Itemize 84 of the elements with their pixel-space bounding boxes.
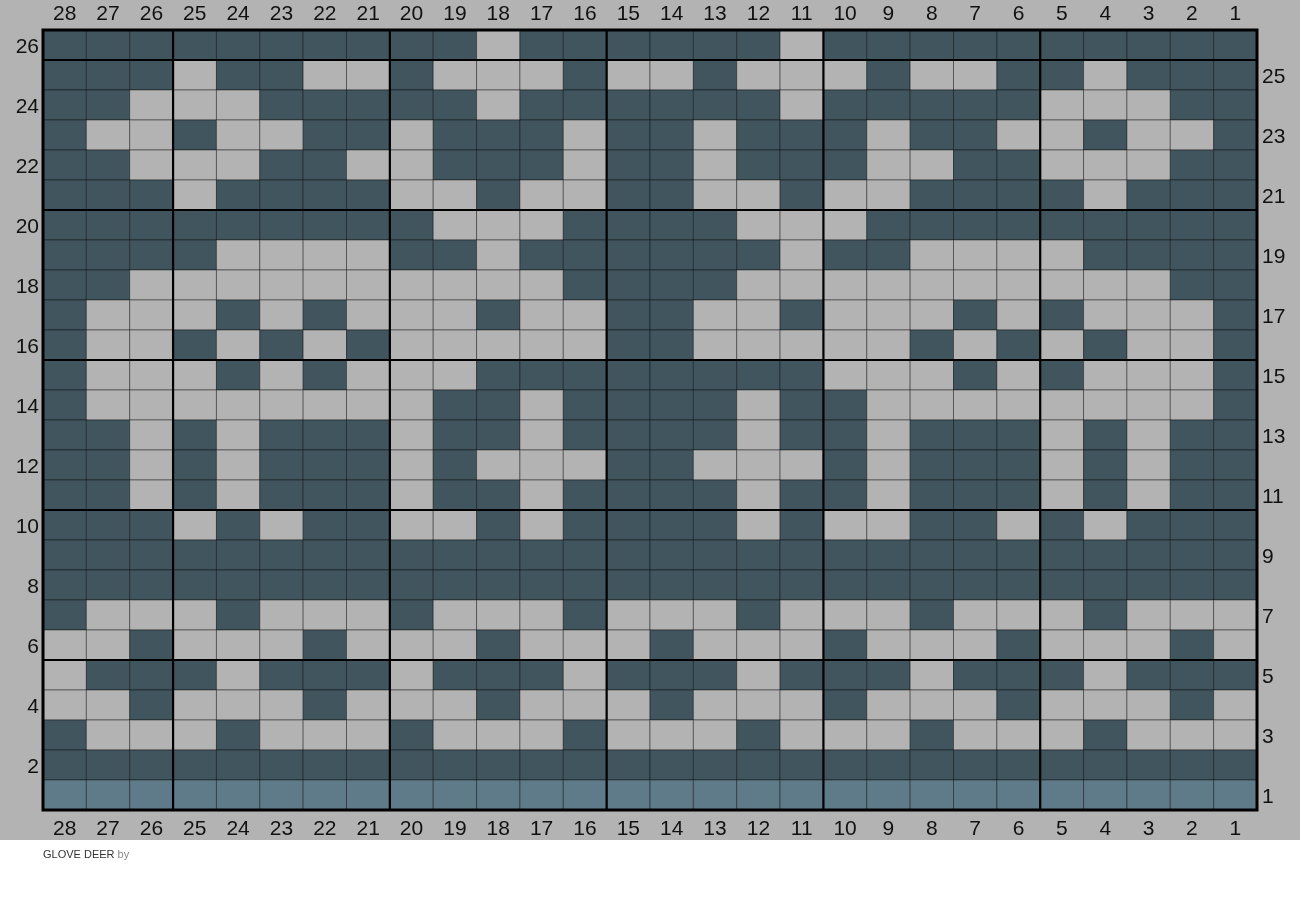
column-number: 25 bbox=[183, 816, 207, 838]
column-number: 28 bbox=[53, 1, 77, 23]
row-number: 14 bbox=[15, 394, 39, 416]
column-number: 23 bbox=[269, 1, 294, 23]
row-number: 15 bbox=[1262, 364, 1286, 386]
row-number: 2 bbox=[27, 754, 39, 776]
row-number: 5 bbox=[1262, 664, 1274, 686]
row-number: 1 bbox=[1262, 784, 1274, 806]
column-number: 19 bbox=[443, 1, 467, 23]
column-number: 5 bbox=[1056, 1, 1068, 23]
row-number: 7 bbox=[1262, 604, 1274, 626]
column-number: 18 bbox=[486, 816, 510, 838]
row-number: 10 bbox=[15, 514, 39, 536]
row-number: 9 bbox=[1262, 544, 1274, 566]
column-number: 19 bbox=[443, 816, 467, 838]
row-number: 12 bbox=[15, 454, 39, 476]
column-number: 3 bbox=[1142, 1, 1155, 23]
column-number: 17 bbox=[529, 816, 554, 838]
column-number: 8 bbox=[925, 816, 938, 838]
column-number: 9 bbox=[882, 1, 895, 23]
column-number: 11 bbox=[790, 1, 813, 23]
row-number: 16 bbox=[15, 334, 39, 356]
column-number: 28 bbox=[53, 816, 77, 838]
column-number: 13 bbox=[703, 816, 727, 838]
column-number: 15 bbox=[616, 1, 640, 23]
column-number: 1 bbox=[1229, 816, 1242, 838]
column-number: 7 bbox=[969, 816, 981, 838]
row-number: 11 bbox=[1262, 484, 1284, 506]
column-number: 26 bbox=[139, 1, 164, 23]
row-number: 20 bbox=[15, 214, 39, 236]
column-number: 24 bbox=[226, 816, 250, 838]
row-number: 23 bbox=[1262, 124, 1286, 146]
column-number: 21 bbox=[356, 816, 380, 838]
column-number: 13 bbox=[703, 1, 727, 23]
column-number: 1 bbox=[1229, 1, 1242, 23]
row-number: 18 bbox=[15, 274, 39, 296]
column-number: 16 bbox=[573, 816, 597, 838]
row-number: 26 bbox=[15, 34, 39, 56]
row-number: 4 bbox=[27, 694, 39, 716]
byline-text: by bbox=[117, 848, 130, 861]
row-number: 19 bbox=[1262, 244, 1286, 266]
row-number: 8 bbox=[27, 574, 39, 596]
column-number: 20 bbox=[399, 1, 424, 23]
column-number: 22 bbox=[313, 1, 337, 23]
column-number: 27 bbox=[96, 1, 120, 23]
column-number: 12 bbox=[746, 1, 771, 23]
column-number: 10 bbox=[833, 816, 857, 838]
column-number: 2 bbox=[1186, 1, 1198, 23]
row-number: 25 bbox=[1262, 64, 1286, 86]
row-number: 21 bbox=[1262, 184, 1286, 206]
column-number: 27 bbox=[96, 816, 120, 838]
column-number: 18 bbox=[486, 1, 510, 23]
row-number: 13 bbox=[1262, 424, 1286, 446]
column-number: 22 bbox=[313, 816, 337, 838]
column-number: 11 bbox=[790, 816, 813, 838]
column-number: 9 bbox=[882, 816, 895, 838]
column-number: 8 bbox=[925, 1, 938, 23]
column-number: 14 bbox=[660, 816, 684, 838]
column-number: 25 bbox=[183, 1, 207, 23]
column-number: 17 bbox=[529, 1, 554, 23]
column-number: 21 bbox=[356, 1, 380, 23]
column-number: 7 bbox=[969, 1, 981, 23]
column-number: 4 bbox=[1099, 816, 1112, 838]
column-number: 10 bbox=[833, 1, 857, 23]
chart-title: GLOVE DEER bbox=[43, 848, 115, 861]
column-number: 16 bbox=[573, 1, 597, 23]
row-number: 22 bbox=[15, 154, 39, 176]
column-number: 5 bbox=[1056, 816, 1068, 838]
column-number: 20 bbox=[399, 816, 424, 838]
column-number: 4 bbox=[1099, 1, 1112, 23]
column-number: 15 bbox=[616, 816, 640, 838]
column-number: 24 bbox=[226, 1, 250, 23]
column-number: 3 bbox=[1142, 816, 1155, 838]
column-number: 26 bbox=[139, 816, 164, 838]
row-number: 6 bbox=[27, 634, 39, 656]
column-number: 6 bbox=[1012, 816, 1025, 838]
column-number: 6 bbox=[1012, 1, 1025, 23]
column-number: 2 bbox=[1186, 816, 1198, 838]
row-number: 24 bbox=[15, 94, 39, 116]
row-number: 3 bbox=[1262, 724, 1274, 746]
column-number: 23 bbox=[269, 816, 294, 838]
column-number: 12 bbox=[746, 816, 771, 838]
row-number: 17 bbox=[1262, 304, 1286, 326]
column-number: 14 bbox=[660, 1, 684, 23]
